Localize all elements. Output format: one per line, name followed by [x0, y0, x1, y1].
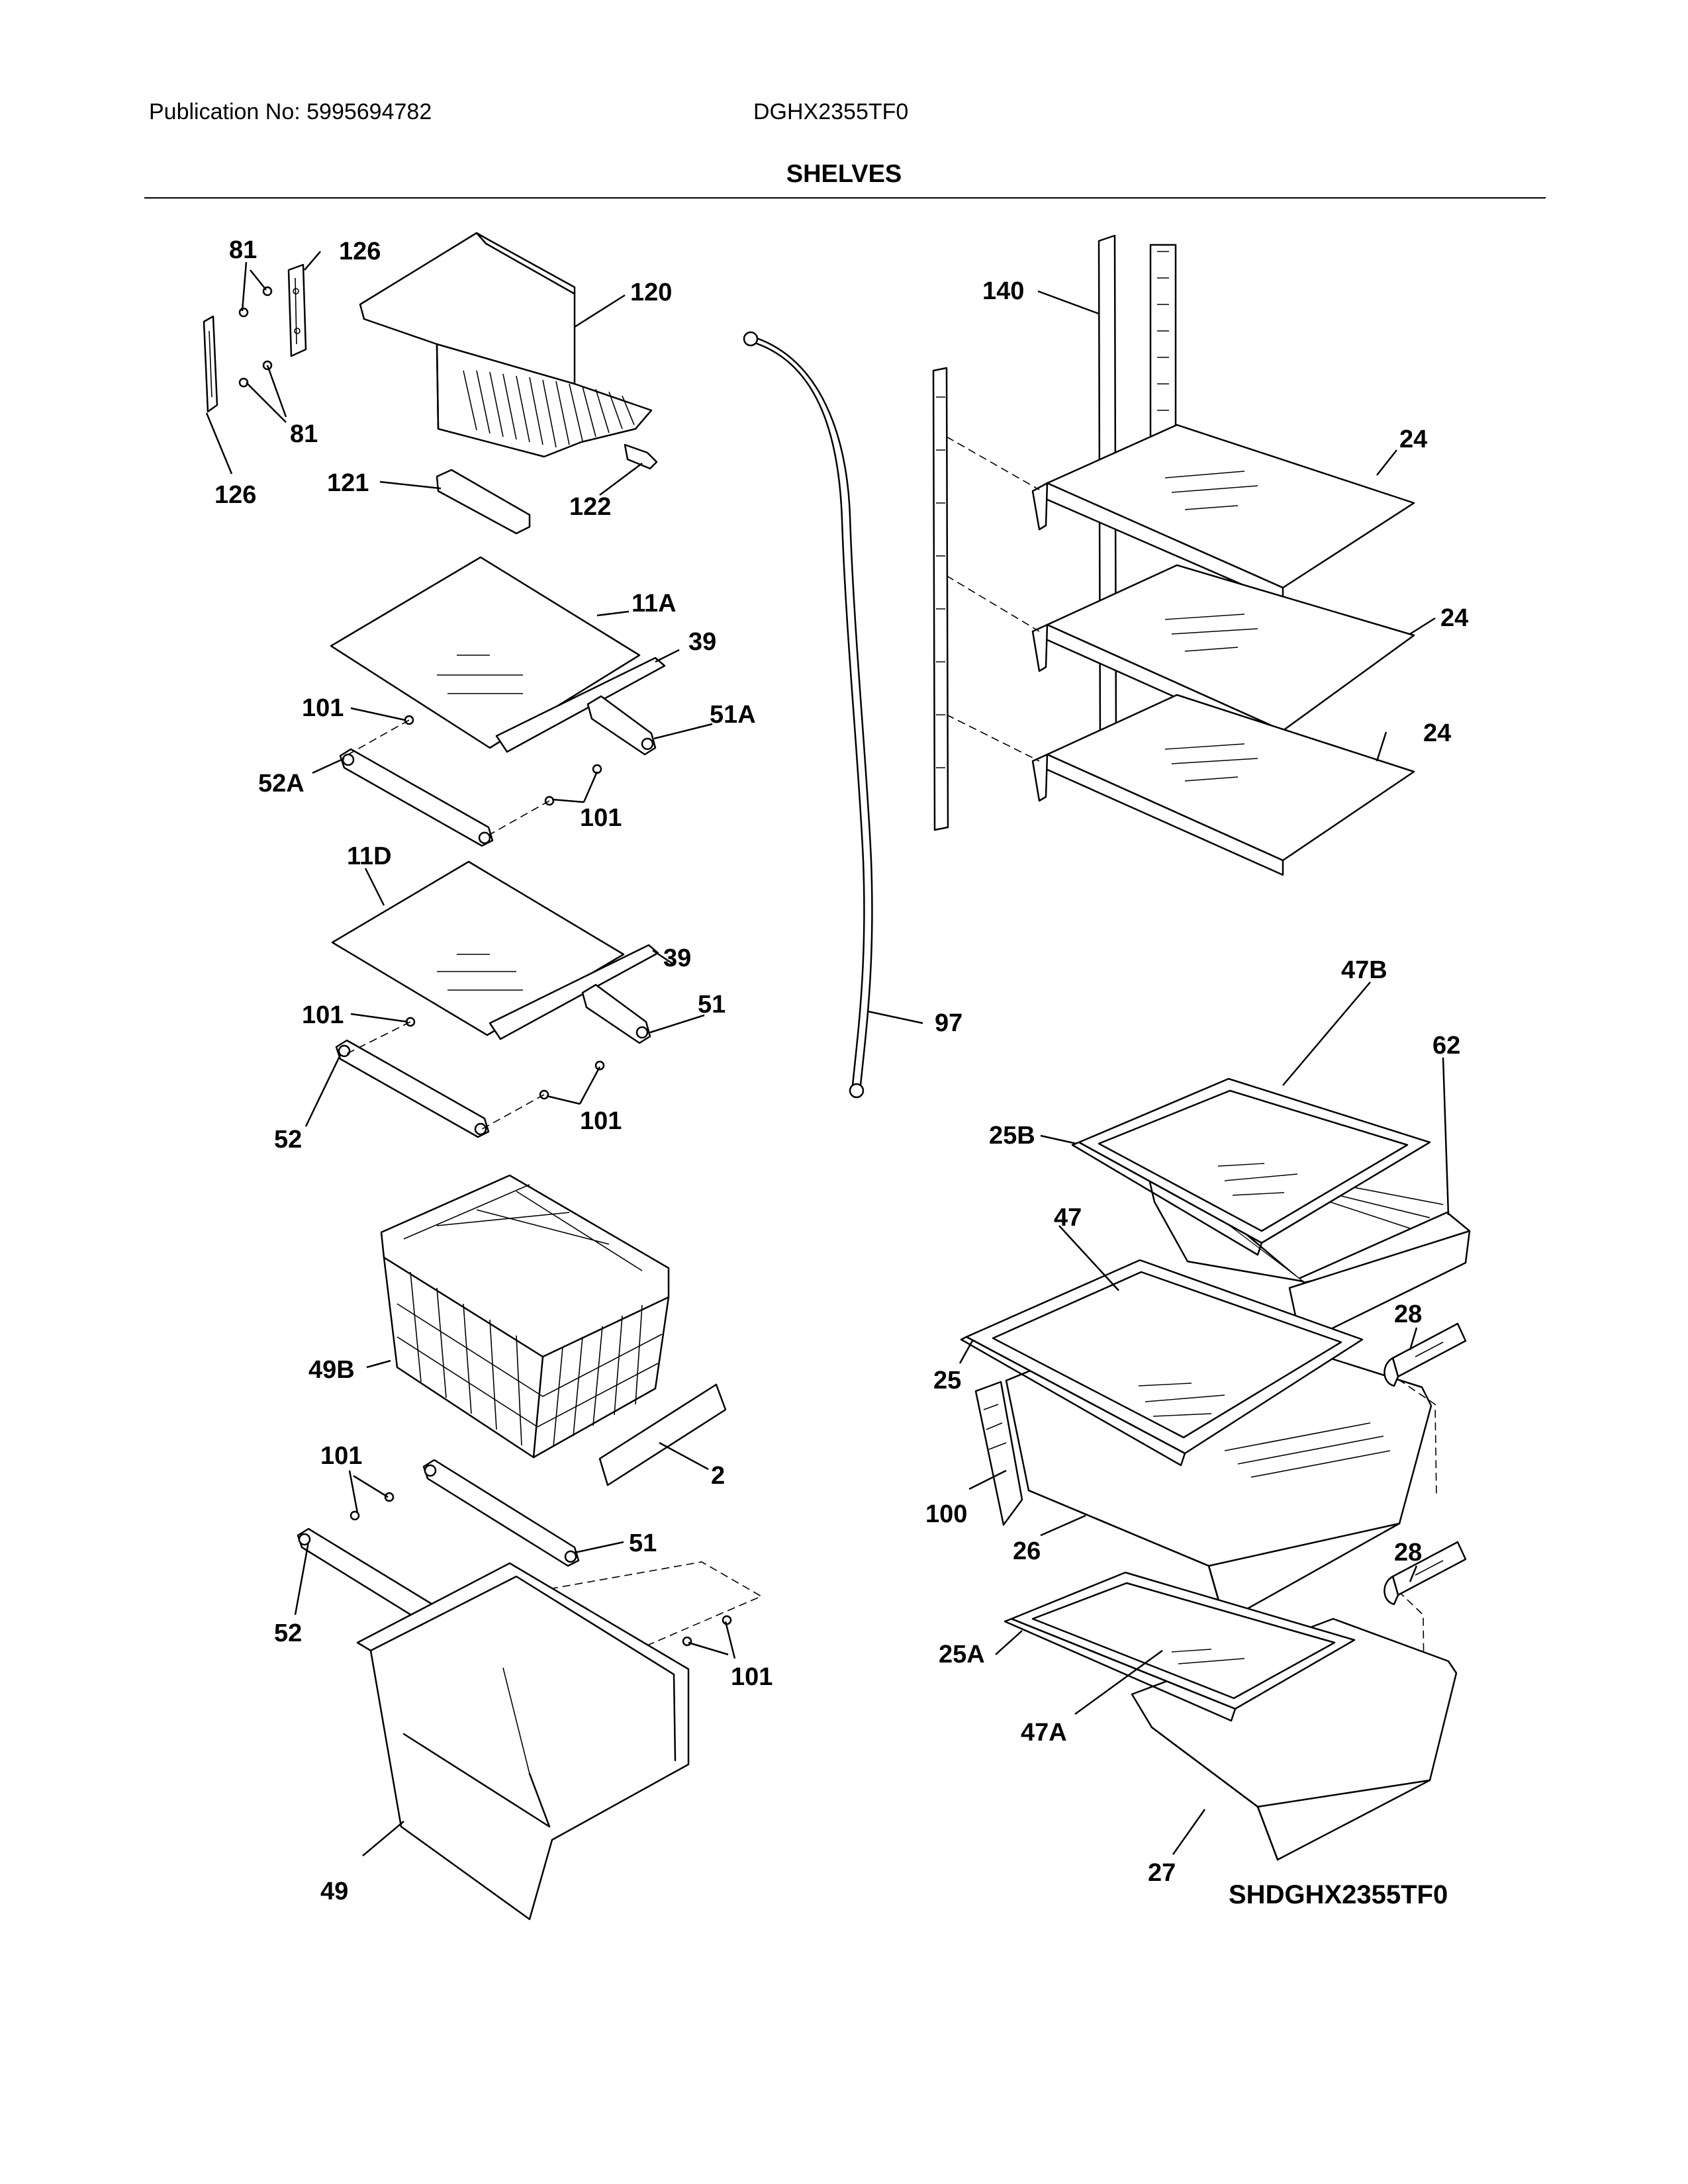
crisper-frame-25B: [1071, 1141, 1263, 1256]
callout-51A: 51A: [710, 701, 756, 729]
bin-49: [356, 1562, 690, 1921]
callout-101-b: 101: [580, 804, 622, 832]
callout-100: 100: [925, 1500, 967, 1528]
slide-28-lower: [1383, 1541, 1467, 1606]
callout-49B: 49B: [308, 1356, 355, 1384]
callout-140: 140: [982, 277, 1024, 305]
callout-101-f: 101: [731, 1663, 773, 1691]
callout-24-bottom: 24: [1423, 719, 1451, 747]
callout-126-lower: 126: [214, 481, 256, 509]
callout-81-upper: 81: [229, 236, 257, 264]
slide-28-upper: [1383, 1322, 1467, 1387]
callout-62: 62: [1432, 1032, 1460, 1060]
rail-52A: [339, 748, 494, 847]
shelf-24-bottom: [946, 694, 1415, 876]
section-title: SHELVES: [786, 160, 902, 188]
callout-39-lower: 39: [663, 944, 691, 972]
callout-2: 2: [711, 1462, 725, 1490]
glass-shelf-11D: [331, 860, 625, 1036]
callout-25: 25: [933, 1367, 961, 1394]
wire-basket-49B: [380, 1174, 670, 1459]
callout-11A: 11A: [632, 590, 677, 617]
callout-47A: 47A: [1021, 1719, 1067, 1747]
callout-47: 47: [1054, 1204, 1082, 1232]
header-divider: [144, 197, 1546, 199]
callout-52-upper: 52: [274, 1126, 302, 1154]
callout-39-upper: 39: [688, 628, 716, 656]
rail-51A: [586, 695, 657, 756]
shelf-24-top: [946, 424, 1415, 604]
crisper-frame-25: [960, 1336, 1186, 1467]
callout-120: 120: [630, 279, 672, 306]
screw-81-group: [238, 286, 273, 388]
callout-97: 97: [935, 1009, 962, 1037]
callout-52A: 52A: [258, 770, 305, 797]
callout-24-top: 24: [1399, 426, 1427, 453]
callout-49: 49: [320, 1878, 348, 1905]
rail-52-upper: [335, 1039, 490, 1138]
shelf-bracket-120: [359, 232, 653, 458]
rail-51-upper: [581, 983, 651, 1044]
screws-101-11A: [348, 715, 602, 836]
glass-shelf-11A: [330, 556, 641, 749]
callout-101-e: 101: [320, 1442, 362, 1470]
callout-11D: 11D: [347, 842, 392, 870]
crisper-guide-dashes: [1397, 1379, 1437, 1748]
callout-126-upper: 126: [339, 238, 381, 265]
callout-24-middle: 24: [1440, 604, 1468, 632]
publication-number: Publication No: 5995694782: [149, 99, 432, 124]
diagram-id: SHDGHX2355TF0: [1229, 1880, 1448, 1909]
callout-26: 26: [1013, 1537, 1041, 1565]
rail-126-left: [203, 315, 218, 413]
callout-81-lower: 81: [290, 420, 318, 448]
rail-51-lower: [422, 1459, 580, 1567]
trim-39-upper: [495, 657, 666, 753]
callout-27: 27: [1148, 1859, 1176, 1887]
divider-100: [974, 1381, 1023, 1526]
callout-101-a: 101: [302, 694, 344, 722]
crisper-cover-47B: [1078, 1077, 1431, 1244]
callout-28-lower: 28: [1394, 1539, 1422, 1567]
callout-25B: 25B: [989, 1122, 1035, 1150]
model-number: DGHX2355TF0: [753, 99, 909, 124]
leader-lines: [205, 251, 1450, 1856]
callout-28-upper: 28: [1394, 1300, 1422, 1328]
callout-122: 122: [569, 493, 611, 521]
callout-101-c: 101: [302, 1001, 344, 1029]
callout-47B: 47B: [1341, 956, 1387, 984]
bracket-121: [436, 469, 531, 535]
callout-labels: 81 126 81 126 120 121 122 140 24 24 24 1…: [214, 236, 1468, 1909]
crisper-frame-25A: [1004, 1617, 1237, 1722]
callout-51-lower: 51: [629, 1529, 657, 1557]
rail-126-right: [287, 263, 307, 357]
callout-25A: 25A: [939, 1641, 985, 1668]
screws-101-11D: [344, 1017, 605, 1130]
screws-101-lower: [350, 1492, 763, 1691]
callout-121: 121: [327, 469, 369, 497]
callout-52-lower: 52: [274, 1619, 302, 1647]
clip-122: [624, 443, 658, 470]
callout-101-d: 101: [580, 1107, 622, 1135]
drain-tube-97: [743, 331, 873, 1099]
strip-2: [598, 1383, 727, 1486]
callout-51-upper: 51: [698, 991, 726, 1019]
bracket-120-grille: [463, 370, 635, 448]
